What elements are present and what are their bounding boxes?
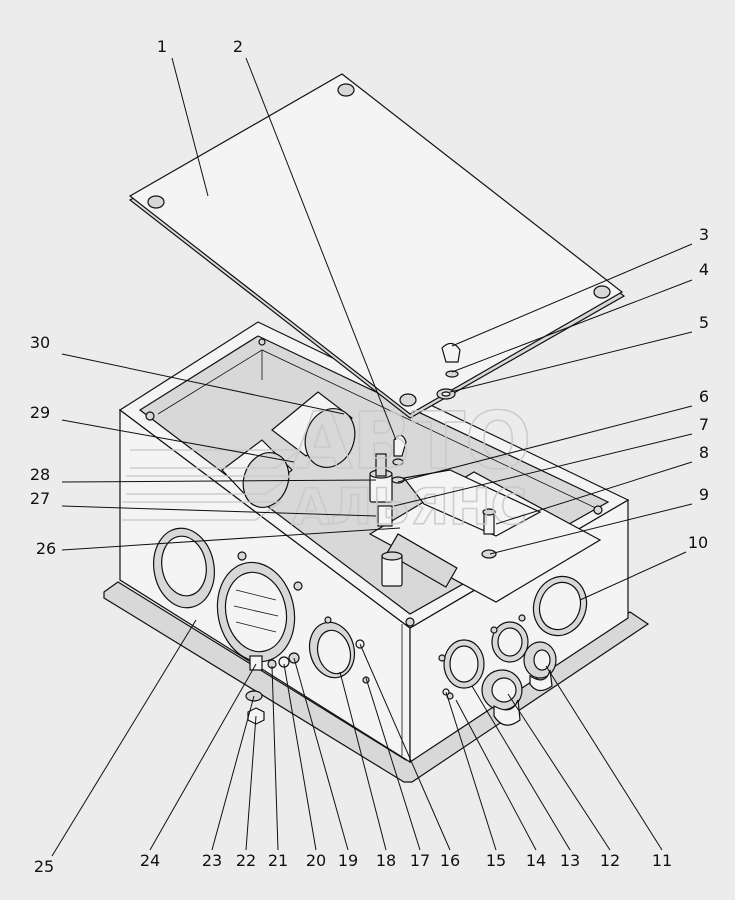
callout-23: 23 [202,851,222,870]
leader-line-20 [283,663,317,851]
callout-19: 19 [338,851,358,870]
callout-18: 18 [376,851,396,870]
callout-26: 26 [36,539,56,558]
callout-30: 30 [30,333,50,352]
lid [128,73,626,419]
leader-line-18 [339,671,387,851]
watermark-line2: АЛЬЯНС [292,478,527,536]
lid-hole [399,393,417,407]
callout-25: 25 [34,857,54,876]
callout-1: 1 [157,37,167,56]
leader-line-1 [171,57,209,197]
callout-9: 9 [699,485,709,504]
lid-plate [128,73,624,415]
callout-13: 13 [560,851,580,870]
leader-line-28 [61,479,377,483]
lid-hole [593,285,611,299]
callout-2: 2 [233,37,243,56]
leader-line-23 [211,695,255,851]
leader-line-12 [507,693,611,851]
callout-27: 27 [30,489,50,508]
callout-29: 29 [30,403,50,422]
callout-8: 8 [699,443,709,462]
leader-line-21 [271,665,279,851]
bolt-washer [481,508,497,559]
callout-3: 3 [699,225,709,244]
leader-line-4 [451,279,693,373]
leader-line-27 [61,505,377,517]
callout-12: 12 [600,851,620,870]
left-connectors [153,527,370,725]
leader-line-5 [449,331,693,393]
leader-line-19 [293,657,349,851]
watermark-stripes-icon [122,449,303,521]
callout-28: 28 [30,465,50,484]
callout-7: 7 [699,415,709,434]
leader-line-10 [579,551,687,601]
leader-line-15 [445,691,497,851]
leader-line-16 [359,643,451,851]
callout-20: 20 [306,851,326,870]
leader-line-29 [61,419,295,463]
leader-line-24 [149,663,257,851]
callout-21: 21 [268,851,288,870]
callouts: 1 2 3 4 5 6 7 8 9 10 11 12 13 14 15 16 1… [30,37,709,876]
leader-line-7 [393,433,693,507]
leader-line-17 [365,677,421,851]
leader-lines [51,57,693,857]
leader-line-25 [51,619,197,857]
leader-line-2 [245,57,397,441]
terminal-block [386,533,458,588]
leader-line-8 [495,461,693,525]
leader-line-22 [245,715,257,851]
inner-plate [368,469,602,603]
callout-4: 4 [699,260,709,279]
leader-line-30 [61,353,345,415]
leader-line-6 [397,405,693,483]
lid-hole [147,195,165,209]
leader-line-14 [455,699,537,851]
lid-hole [337,83,355,97]
leader-line-26 [61,527,401,551]
leader-line-13 [471,685,571,851]
leader-line-3 [451,243,693,347]
callout-5: 5 [699,313,709,332]
leader-line-9 [489,503,693,555]
callout-17: 17 [410,851,430,870]
callout-10: 10 [688,533,708,552]
callout-14: 14 [526,851,546,870]
callout-15: 15 [486,851,506,870]
right-connectors [438,575,588,726]
callout-16: 16 [440,851,460,870]
callout-11: 11 [652,851,672,870]
callout-22: 22 [236,851,256,870]
callout-24: 24 [140,851,160,870]
leader-line-11 [545,665,663,851]
callout-6: 6 [699,387,709,406]
